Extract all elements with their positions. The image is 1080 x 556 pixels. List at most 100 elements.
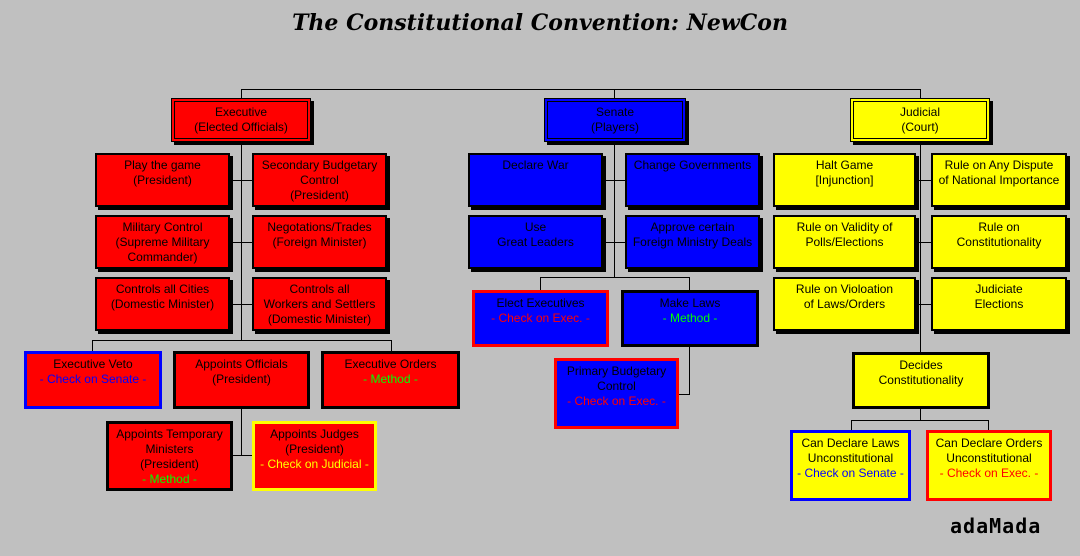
appoints-officials: Appoints Officials(President) <box>173 351 310 409</box>
label: Use <box>524 220 547 234</box>
method-label: - Method - <box>363 372 418 386</box>
label: Executive Veto <box>53 357 133 371</box>
label: (Players) <box>590 120 639 134</box>
connector <box>851 420 852 430</box>
senate-head: Senate(Players) <box>544 98 686 142</box>
label: (Supreme Military <box>115 235 210 249</box>
label: Commander) <box>127 250 198 264</box>
exec-power: Negotations/Trades(Foreign Minister) <box>252 215 387 269</box>
label: Workers and Settlers <box>263 297 376 311</box>
elect-executives: Elect Executives- Check on Exec. - <box>472 290 609 347</box>
label: Executive <box>214 105 268 119</box>
label: [Injunction] <box>815 173 874 187</box>
connector <box>229 180 253 181</box>
label: Executive Orders <box>344 357 437 371</box>
label: (President) <box>212 372 271 386</box>
label: Polls/Elections <box>805 235 884 249</box>
label: Change Governments <box>633 158 752 172</box>
connector <box>915 242 933 243</box>
label: (Elected Officials) <box>194 120 288 134</box>
executive-veto: Executive Veto- Check on Senate - <box>24 351 162 409</box>
label: Great Leaders <box>497 235 574 249</box>
label: Secondary Budgetary <box>261 158 378 172</box>
connector <box>915 180 933 181</box>
label: Can Declare Orders <box>935 436 1043 450</box>
label: Appoints Temporary <box>116 427 223 441</box>
label: (Court) <box>901 120 939 134</box>
label: of Laws/Orders <box>803 297 886 311</box>
check-label: - Check on Senate - <box>797 466 904 480</box>
connector <box>602 180 626 181</box>
label: of National Importance <box>938 173 1060 187</box>
connector <box>232 455 252 456</box>
method-label: - Method - <box>662 311 718 325</box>
connector <box>920 89 921 352</box>
chart-title: The Constitutional Convention: NewCon <box>292 10 788 36</box>
connector <box>920 408 921 420</box>
check-label: - Check on Exec. - <box>567 394 666 408</box>
signature: adaMada <box>950 514 1042 538</box>
connector <box>602 242 626 243</box>
method-label: - Method - <box>142 472 197 486</box>
label: Make Laws <box>659 296 721 310</box>
label: (President) <box>290 188 349 202</box>
connector <box>540 277 690 278</box>
connector <box>241 89 921 90</box>
label: Rule on Violoation <box>795 282 894 296</box>
label: Controls all <box>289 282 350 296</box>
connector <box>915 304 933 305</box>
label: Judiciate <box>975 282 1023 296</box>
label: Unconstitutional <box>807 451 894 465</box>
label: Control <box>597 379 636 393</box>
senate-power: Declare War <box>468 153 603 207</box>
label: Rule on <box>978 220 1020 234</box>
connector <box>229 242 253 243</box>
check-label: - Check on Judicial - <box>260 457 369 471</box>
connector <box>689 277 690 290</box>
connector <box>679 394 690 395</box>
label: Rule on Any Dispute <box>944 158 1054 172</box>
label: Elect Executives <box>496 296 585 310</box>
connector <box>988 420 989 430</box>
judicial-power: Halt Game[Injunction] <box>773 153 916 207</box>
label: Halt Game <box>815 158 874 172</box>
connector <box>689 346 690 394</box>
appoints-judges: Appoints Judges(President)- Check on Jud… <box>252 421 377 491</box>
label: Declare War <box>502 158 569 172</box>
senate-power: Change Governments <box>625 153 760 207</box>
label: Primary Budgetary <box>566 364 667 378</box>
label: Negotations/Trades <box>267 220 372 234</box>
exec-power: Play the game(President) <box>95 153 230 207</box>
judicial-head: Judicial(Court) <box>850 98 990 142</box>
connector <box>241 405 242 455</box>
label: Decides <box>899 358 943 372</box>
make-laws: Make Laws- Method - <box>621 290 759 347</box>
check-label: - Check on Exec. - <box>939 466 1039 480</box>
label: (President) <box>285 442 344 456</box>
label: Elections <box>974 297 1024 311</box>
label: (Foreign Minister) <box>272 235 367 249</box>
connector <box>391 340 392 352</box>
label: Senate <box>595 105 635 119</box>
connector <box>540 277 541 290</box>
label: (Domestic Minister) <box>267 312 372 326</box>
label: Ministers <box>145 442 194 456</box>
executive-orders: Executive Orders- Method - <box>321 351 460 409</box>
label: Appoints Officials <box>195 357 288 371</box>
exec-power: Controls all Cities(Domestic Minister) <box>95 277 230 331</box>
connector <box>851 420 989 421</box>
